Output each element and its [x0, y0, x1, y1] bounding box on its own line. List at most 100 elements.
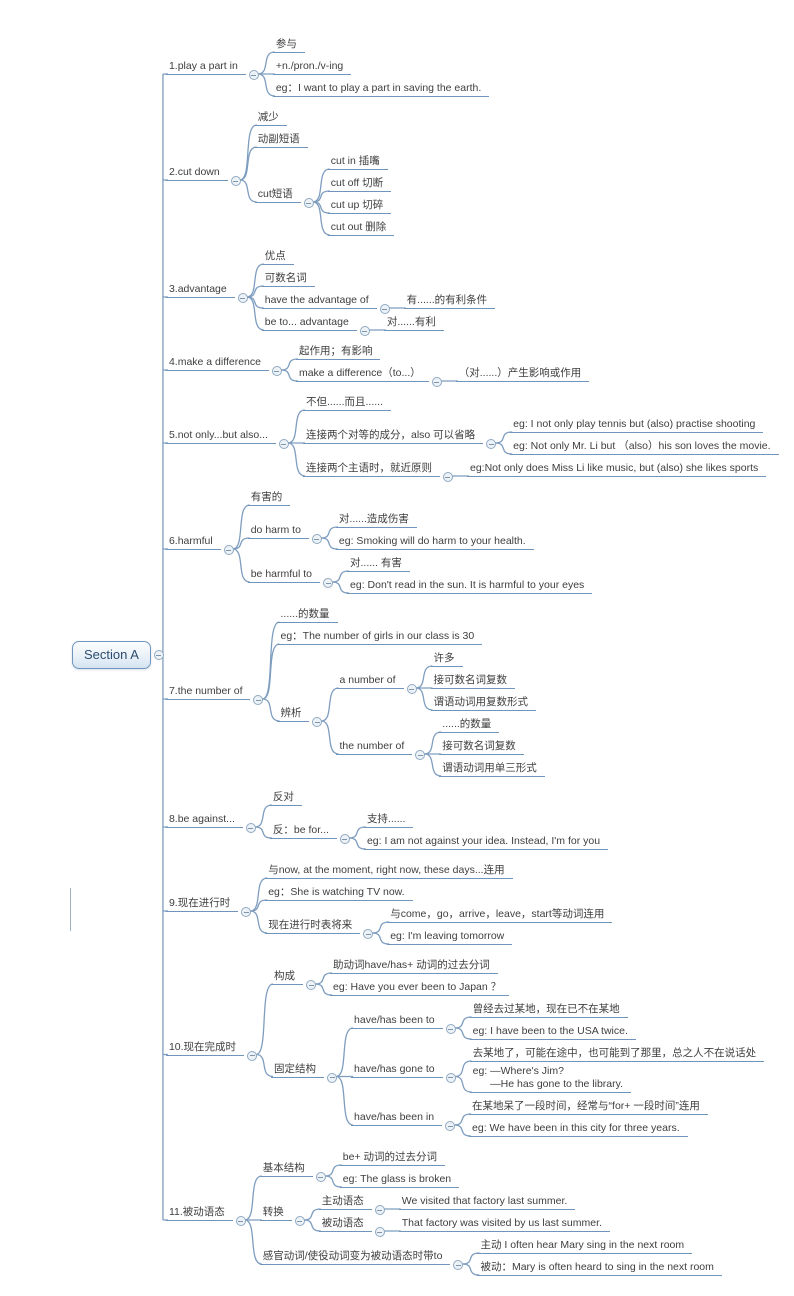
collapse-icon[interactable]: [241, 907, 252, 917]
node-b10c2c2c1-label[interactable]: 去某地了，可能在途中，也可能到了那里，总之人不在说话处: [469, 1047, 765, 1062]
node-b9-label[interactable]: 9.现在进行时: [165, 897, 239, 912]
node-b8-label[interactable]: 8.be against...: [165, 813, 243, 828]
collapse-icon[interactable]: [271, 366, 282, 376]
node-b10c2c2c2-label[interactable]: eg: —Where's Jim? —He has gone to the li…: [469, 1065, 632, 1093]
collapse-icon[interactable]: [303, 198, 314, 208]
node-b7c3c2-label[interactable]: the number of: [336, 740, 413, 755]
node-b11c1c1-label[interactable]: be+ 动词的过去分词: [339, 1151, 445, 1166]
node-b10c2c3c2-label[interactable]: eg: We have been in this city for three …: [469, 1122, 688, 1137]
node-b7c3c1-label[interactable]: a number of: [336, 674, 404, 689]
collapse-icon[interactable]: [359, 326, 370, 336]
node-b7c3c2c1-label[interactable]: ......的数量: [439, 718, 500, 733]
node-b1c3-label[interactable]: eg：I want to play a part in saving the e…: [272, 82, 490, 97]
collapse-icon[interactable]: [445, 1072, 456, 1083]
node-b2c1-label[interactable]: 减少: [254, 111, 287, 126]
node-b5c1-label[interactable]: 不但......而且......: [302, 396, 391, 411]
node-b6c2c1-label[interactable]: 对......造成伤害: [335, 513, 417, 528]
node-b7c3c1c2-label[interactable]: 接可数名词复数: [430, 674, 516, 689]
node-b9c3c1-label[interactable]: 与come，go，arrive，leave，start等动词连用: [387, 908, 613, 923]
node-b4-label[interactable]: 4.make a difference: [165, 356, 269, 371]
collapse-icon[interactable]: [431, 377, 442, 387]
collapse-icon[interactable]: [311, 534, 322, 544]
collapse-icon[interactable]: [327, 1072, 338, 1083]
node-b3c3-label[interactable]: have the advantage of: [261, 294, 377, 309]
collapse-icon[interactable]: [230, 176, 241, 186]
root-topic[interactable]: Section A: [72, 641, 151, 669]
node-b10c2c2-label[interactable]: have/has gone to: [351, 1063, 443, 1078]
node-b8c1-label[interactable]: 反对: [269, 791, 302, 806]
node-b9c1-label[interactable]: 与now, at the moment, right now, these da…: [265, 864, 513, 879]
node-b10c1c1-label[interactable]: 助动词have/has+ 动词的过去分词: [330, 959, 498, 974]
node-b8c2-label[interactable]: 反：be for...: [269, 824, 337, 839]
node-b6c1-label[interactable]: 有害的: [247, 491, 291, 506]
node-b3c2-label[interactable]: 可数名词: [261, 272, 315, 287]
node-b11c2c2-label[interactable]: 被动语态: [318, 1217, 372, 1232]
node-b5c2c1-label[interactable]: eg: I not only play tennis but (also) pr…: [510, 418, 764, 433]
node-b6c2-label[interactable]: do harm to: [247, 524, 309, 539]
node-b11-label[interactable]: 11.被动语态: [165, 1206, 233, 1221]
collapse-icon[interactable]: [223, 545, 234, 555]
node-b5c3-label[interactable]: 连接两个主语时，就近原则: [302, 462, 440, 477]
node-b6c3c2-label[interactable]: eg: Don't read in the sun. It is harmful…: [347, 579, 593, 594]
node-b6c2c2-label[interactable]: eg: Smoking will do harm to your health.: [335, 535, 534, 550]
node-b1c2-label[interactable]: +n./pron./v-ing: [272, 60, 352, 75]
collapse-icon[interactable]: [315, 1172, 326, 1182]
node-b7c3c1c3-label[interactable]: 谓语动词用复数形式: [430, 696, 537, 711]
node-b9c2-label[interactable]: eg：She is watching TV now.: [265, 886, 413, 901]
node-b4c2c1-label[interactable]: （对......）产生影响或作用: [455, 367, 590, 382]
node-b2c3c1-label[interactable]: cut in 插嘴: [327, 155, 388, 170]
node-b2-label[interactable]: 2.cut down: [165, 166, 228, 181]
node-b6-label[interactable]: 6.harmful: [165, 535, 221, 550]
node-b10c1c2-label[interactable]: eg: Have you ever been to Japan ？: [330, 981, 510, 996]
collapse-icon[interactable]: [312, 717, 323, 727]
node-b7-label[interactable]: 7.the number of: [165, 685, 251, 700]
node-b5c2c2-label[interactable]: eg: Not only Mr. Li but （also）his son lo…: [510, 440, 779, 455]
node-b10c2c1-label[interactable]: have/has been to: [351, 1014, 443, 1029]
node-b9c3-label[interactable]: 现在进行时表将来: [265, 919, 361, 934]
node-b11c3c2-label[interactable]: 被动：Mary is often heard to sing in the ne…: [477, 1261, 722, 1276]
node-b1-label[interactable]: 1.play a part in: [165, 60, 246, 75]
node-b5c2-label[interactable]: 连接两个对等的成分，also 可以省略: [302, 429, 484, 444]
node-b3c4-label[interactable]: be to... advantage: [261, 316, 357, 331]
node-b11c1-label[interactable]: 基本结构: [259, 1162, 313, 1177]
collapse-icon[interactable]: [237, 293, 248, 303]
collapse-icon[interactable]: [442, 472, 453, 482]
collapse-icon[interactable]: [248, 70, 259, 80]
collapse-icon[interactable]: [323, 578, 334, 588]
node-b3c4c1-label[interactable]: 对......有利: [383, 316, 444, 331]
node-b4c2-label[interactable]: make a difference（to...）: [295, 367, 429, 382]
collapse-icon[interactable]: [363, 929, 374, 939]
node-b11c2-label[interactable]: 转换: [259, 1206, 292, 1221]
collapse-icon[interactable]: [235, 1216, 246, 1226]
node-b2c3-label[interactable]: cut短语: [254, 188, 301, 203]
node-b2c3c4-label[interactable]: cut out 删除: [327, 221, 395, 236]
node-b5c3c1-label[interactable]: eg:Not only does Miss Li like music, but…: [466, 462, 767, 477]
collapse-icon[interactable]: [374, 1227, 385, 1237]
collapse-icon[interactable]: [306, 980, 317, 990]
node-b3c1-label[interactable]: 优点: [261, 250, 294, 265]
node-b10c2c1c2-label[interactable]: eg: I have been to the USA twice.: [469, 1025, 636, 1040]
node-b10c2c1c1-label[interactable]: 曾经去过某地，现在已不在某地: [469, 1003, 628, 1018]
node-b7c2-label[interactable]: eg：The number of girls in our class is 3…: [277, 630, 483, 645]
node-b7c3c1c1-label[interactable]: 许多: [430, 652, 463, 667]
node-b8c2c1-label[interactable]: 支持......: [363, 813, 414, 828]
node-b2c3c2-label[interactable]: cut off 切断: [327, 177, 392, 192]
collapse-icon[interactable]: [278, 439, 289, 449]
node-b2c2-label[interactable]: 动副短语: [254, 133, 308, 148]
node-b7c3c2c3-label[interactable]: 谓语动词用单三形式: [439, 762, 545, 777]
node-b7c3c2c2-label[interactable]: 接可数名词复数: [439, 740, 524, 755]
node-b2c3c3-label[interactable]: cut up 切碎: [327, 199, 392, 214]
collapse-icon[interactable]: [415, 750, 426, 760]
node-b11c2c1c1-label[interactable]: We visited that factory last summer.: [398, 1195, 576, 1210]
collapse-icon[interactable]: [453, 1260, 464, 1270]
node-b7c1-label[interactable]: ......的数量: [277, 608, 338, 623]
node-b3c3c1-label[interactable]: 有......的有利条件: [403, 294, 496, 309]
node-b7c3-label[interactable]: 辨析: [277, 707, 310, 722]
node-b10-label[interactable]: 10.现在完成时: [165, 1041, 245, 1056]
node-b11c3c1-label[interactable]: 主动 I often hear Mary sing in the next ro…: [477, 1239, 693, 1254]
collapse-icon[interactable]: [247, 1050, 258, 1061]
collapse-icon[interactable]: [245, 823, 256, 833]
node-b11c2c1-label[interactable]: 主动语态: [318, 1195, 372, 1210]
collapse-icon[interactable]: [294, 1216, 305, 1226]
collapse-icon[interactable]: [486, 439, 497, 449]
